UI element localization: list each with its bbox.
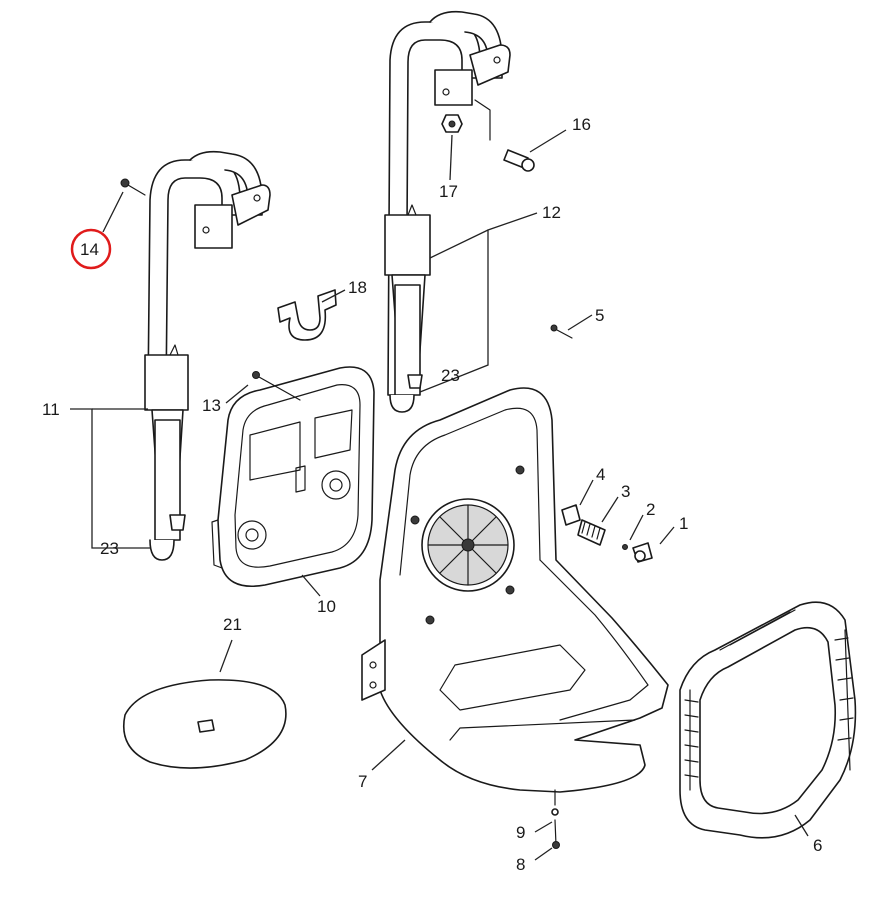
- callout-14-highlight-circle: [70, 228, 112, 270]
- backplate-frame-part-7: [361, 387, 669, 793]
- callout-5: 5: [595, 306, 604, 325]
- screw-part-16: [503, 149, 535, 172]
- callout-1: 1: [679, 514, 688, 533]
- screw-part-13: [252, 371, 301, 401]
- callout-18: 18: [348, 278, 367, 297]
- callout-10: 10: [317, 597, 336, 616]
- frame-part-6: [679, 601, 857, 839]
- callout-3: 3: [621, 482, 630, 501]
- callout-6: 6: [813, 836, 822, 855]
- gasket-part-21: [123, 679, 287, 769]
- screws-parts-8-9: [551, 789, 560, 849]
- callout-21: 21: [223, 615, 242, 634]
- callout-8: 8: [516, 855, 525, 874]
- screw-part-5: [550, 324, 573, 339]
- callout-23-right: 23: [441, 366, 460, 385]
- callout-17: 17: [439, 182, 458, 201]
- screw-part-14: [120, 178, 146, 196]
- spring-assembly-parts-1-4: [561, 504, 653, 563]
- leader-lines: [70, 129, 809, 861]
- callout-7: 7: [358, 772, 367, 791]
- callout-16: 16: [572, 115, 591, 134]
- left-shoulder-strap: [144, 150, 271, 561]
- callout-23-left: 23: [100, 539, 119, 558]
- right-shoulder-strap: [384, 10, 511, 413]
- callout-12: 12: [542, 203, 561, 222]
- callout-9: 9: [516, 823, 525, 842]
- callout-14: 14: [80, 240, 99, 259]
- callout-11: 11: [42, 400, 60, 419]
- back-pad-part-10: [211, 366, 375, 587]
- callout-2: 2: [646, 500, 655, 519]
- nut-part-17: [441, 114, 463, 133]
- clamp-part-18: [277, 289, 337, 341]
- callout-labels: 1 2 3 4 5 6 7 8 9 10 11 12 13 14 16 17 1…: [42, 115, 822, 874]
- callout-4: 4: [596, 465, 605, 484]
- callout-13: 13: [202, 396, 221, 415]
